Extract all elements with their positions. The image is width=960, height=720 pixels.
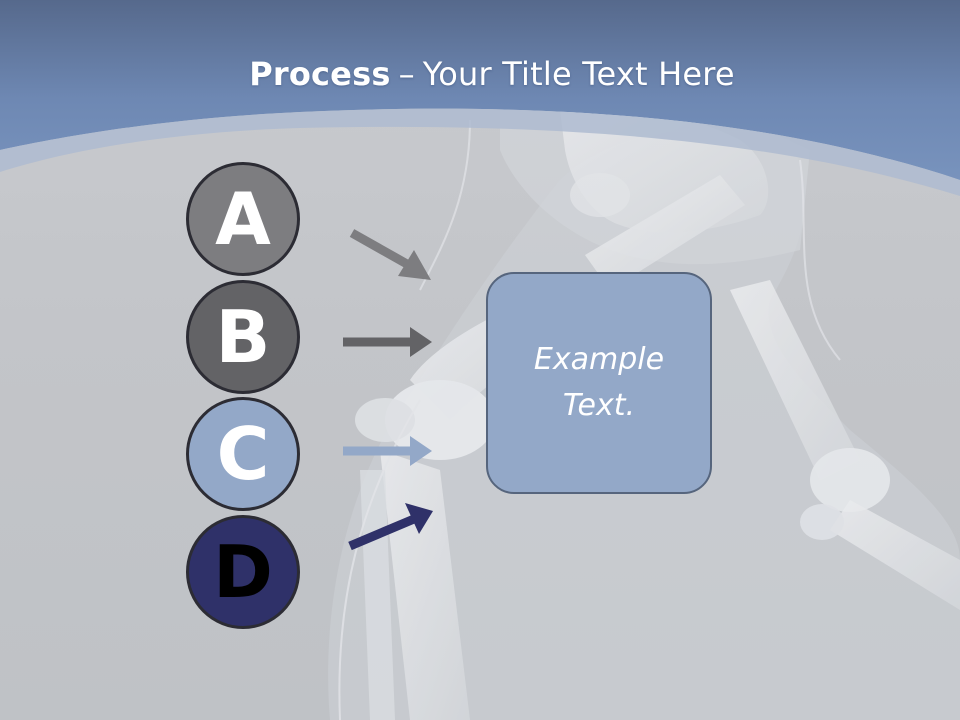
step-circle-d[interactable]: D	[186, 515, 300, 629]
example-text: Example Text.	[533, 342, 665, 423]
title-text: Your Title Text Here	[422, 55, 735, 93]
slide-title[interactable]: Process–Your Title Text Here	[0, 52, 960, 96]
step-circle-b[interactable]: B	[186, 280, 300, 394]
title-strong: Process	[249, 55, 391, 93]
title-separator: –	[398, 55, 415, 93]
step-circle-a[interactable]: A	[186, 162, 300, 276]
example-text-box[interactable]: Example Text.	[486, 272, 712, 494]
step-circle-c[interactable]: C	[186, 397, 300, 511]
